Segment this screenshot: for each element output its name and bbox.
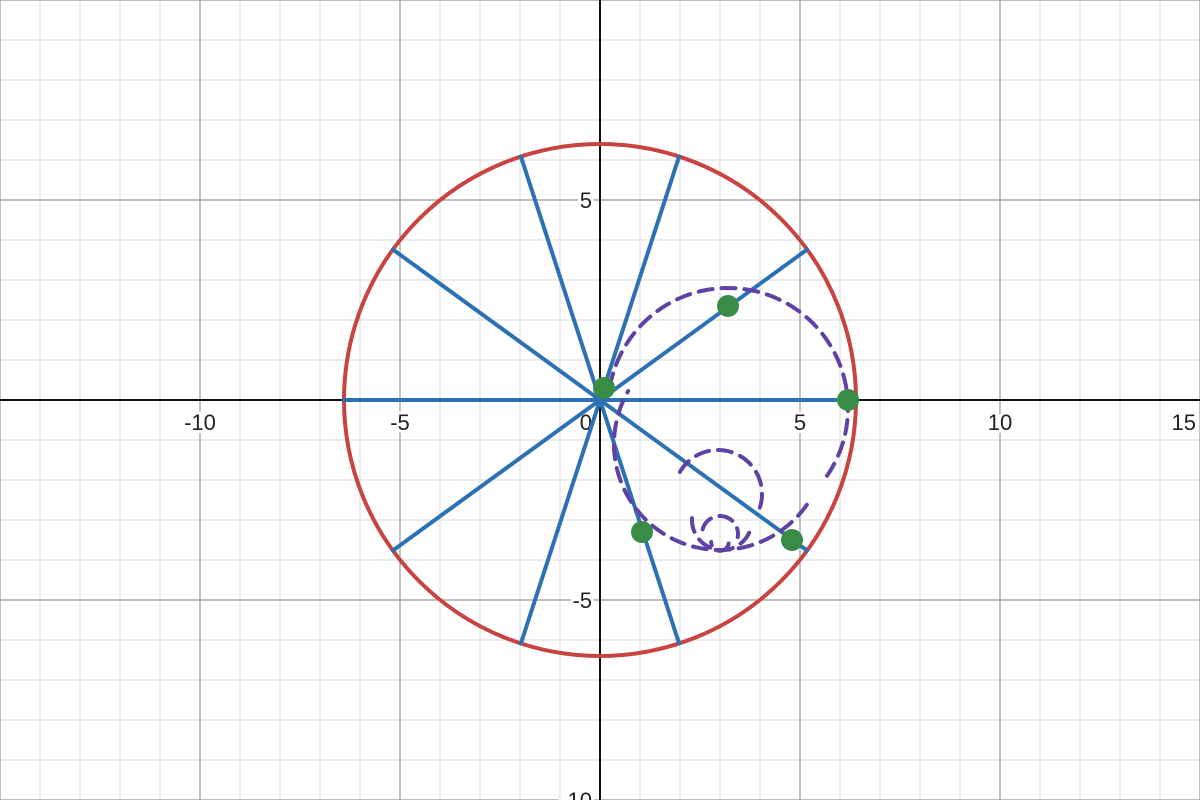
- x-tick-label: 10: [988, 410, 1012, 435]
- x-tick-label-halo: -10: [184, 410, 216, 435]
- x-tick-label: 15: [1172, 410, 1196, 435]
- x-tick-label-halo: 10: [988, 410, 1012, 435]
- ray-segment: [390, 398, 602, 553]
- x-tick-label-halo: 15: [1172, 410, 1196, 435]
- y-tick-label-halo: -5: [572, 588, 592, 613]
- x-tick-label: -5: [390, 410, 410, 435]
- ray-segment: [598, 398, 810, 553]
- data-point[interactable]: [631, 521, 653, 543]
- spiral-arc: [612, 389, 809, 553]
- ray-segment: [518, 154, 602, 402]
- y-tick-label: 5: [580, 188, 592, 213]
- spiral-arc: [677, 448, 764, 515]
- ray-segment: [598, 247, 810, 402]
- spiral-arc: [709, 540, 731, 553]
- point-layer: [593, 295, 859, 551]
- y-tick-label-halo: -10: [560, 788, 592, 800]
- data-point[interactable]: [593, 377, 615, 399]
- x-tick-label-halo: -5: [390, 410, 410, 435]
- data-point[interactable]: [781, 529, 803, 551]
- ray-segment: [598, 154, 682, 402]
- data-point[interactable]: [837, 389, 859, 411]
- y-tick-label: -10: [560, 788, 592, 800]
- x-tick-label: 5: [794, 410, 806, 435]
- x-tick-label-halo: 5: [794, 410, 806, 435]
- x-tick-label: -10: [184, 410, 216, 435]
- data-point[interactable]: [717, 295, 739, 317]
- spiral-arc: [700, 513, 740, 540]
- y-tick-label-halo: 5: [580, 188, 592, 213]
- ray-segment: [518, 398, 602, 646]
- y-tick-label: -5: [572, 588, 592, 613]
- spiral-arc: [689, 510, 752, 553]
- ray-segment: [390, 247, 602, 402]
- spiral-layer: [607, 286, 850, 553]
